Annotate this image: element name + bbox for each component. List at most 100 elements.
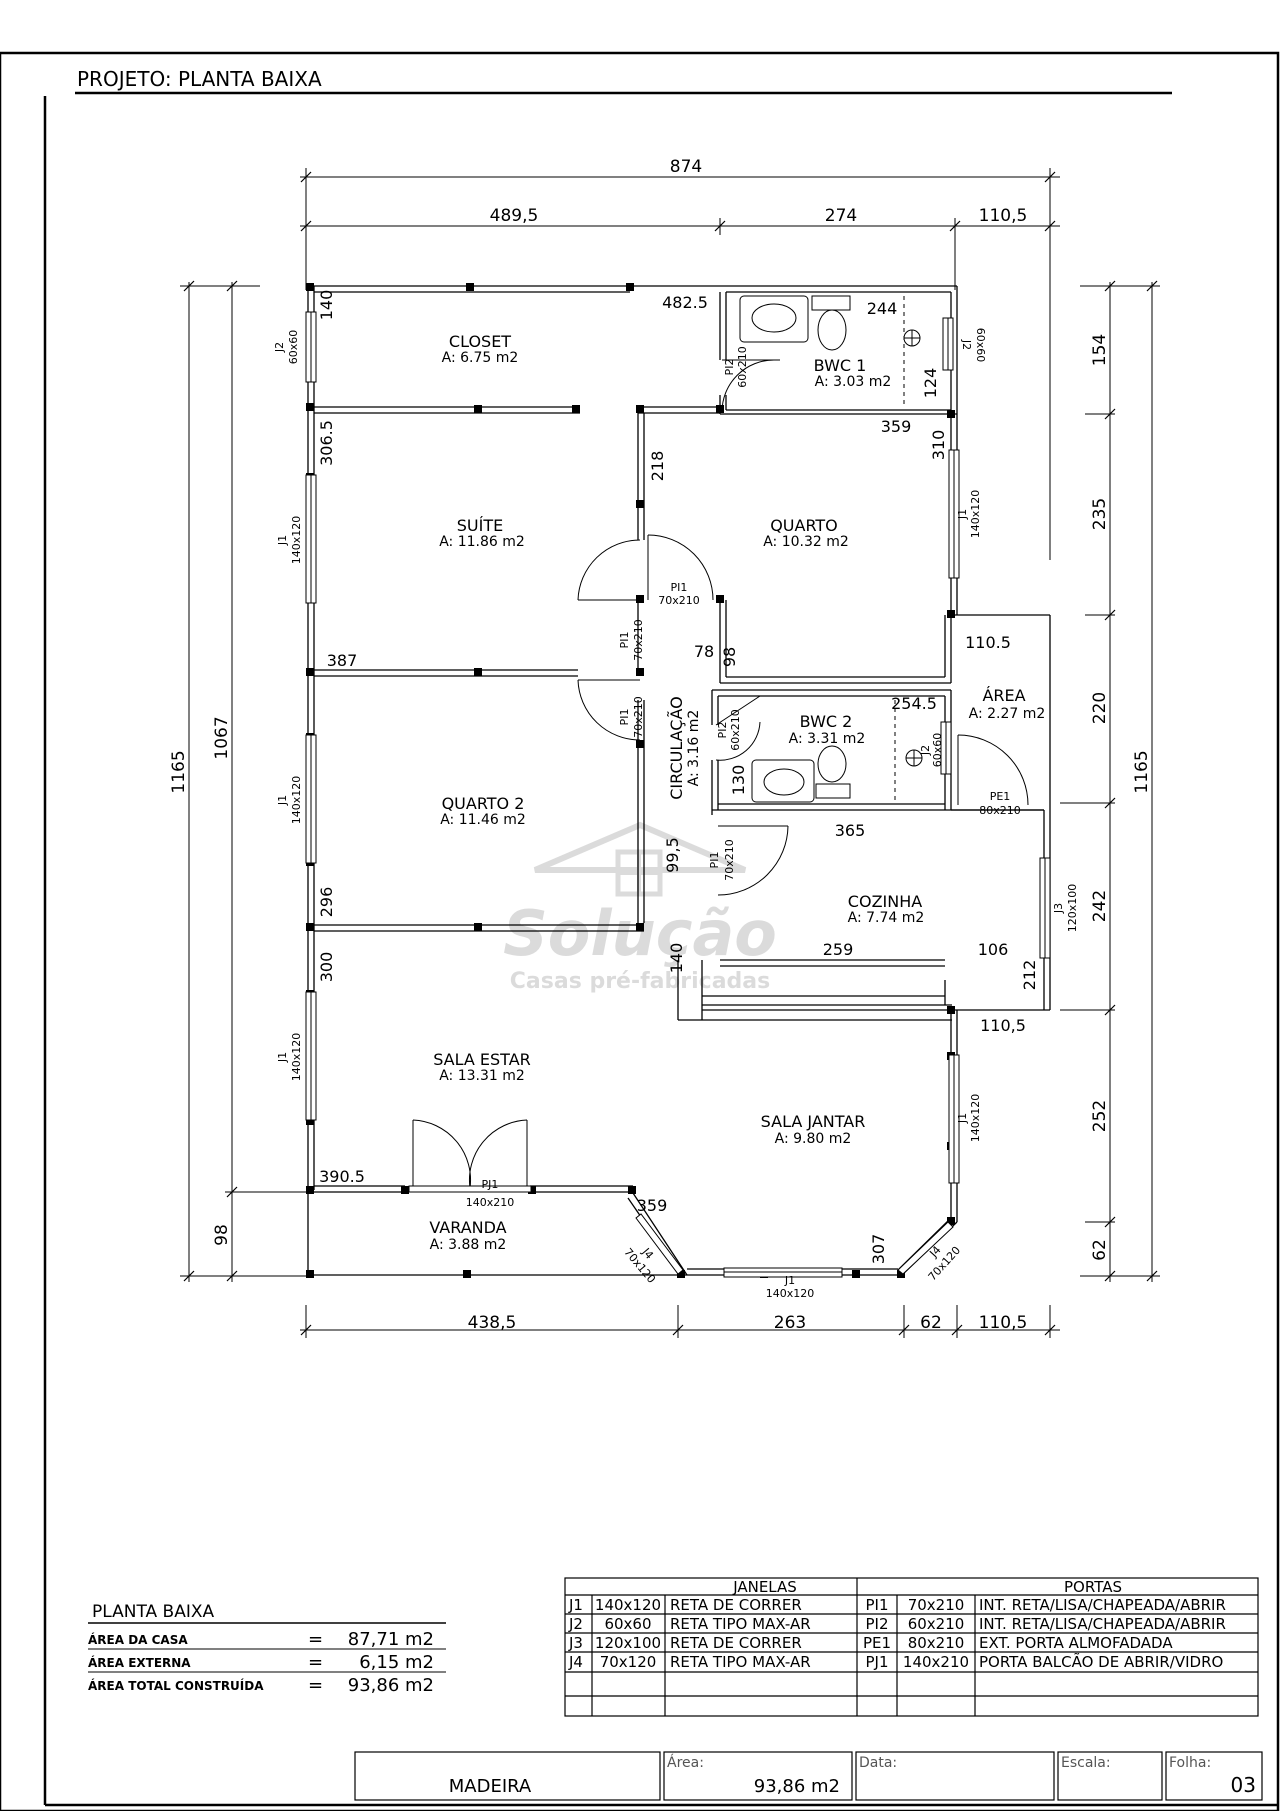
dim-212: 212 [1020,960,1039,991]
tag-j1-bottom-size: 140x120 [766,1287,815,1300]
schedule-j-2-desc: RETA DE CORRER [670,1634,802,1652]
toilet-icon [817,309,847,351]
dim-right-4: 242 [1090,890,1110,922]
tag-pi2-bwc2: PI2 [716,722,729,739]
tag-j2-bwc2-size: 60x60 [931,733,944,768]
page-title: PROJETO: PLANTA BAIXA [77,67,322,91]
toilet-icon [817,745,847,783]
schedule-janelas-title: JANELAS [732,1578,797,1596]
room-bwc2-area: A: 3.31 m2 [789,731,866,747]
room-closet-name: CLOSET [449,332,511,351]
dim-right-3: 220 [1090,692,1110,724]
dim-bottom-c: 62 [920,1313,942,1333]
room-sala-estar-name: SALA ESTAR [433,1050,531,1069]
dim-top-a: 489,5 [490,206,539,226]
tag-j1-sala-estar: J1 [276,1052,289,1063]
tag-j2-bwc1: J2 [960,339,973,350]
sink-icon [751,759,815,803]
toilet-tank-icon [811,295,851,311]
tag-j3-size: 120x100 [1066,884,1079,933]
room-varanda-area: A: 3.88 m2 [430,1237,507,1253]
dim-top-b: 274 [825,206,857,226]
doors [408,359,1029,1193]
dim-359-b: 359 [637,1196,668,1215]
area-summary: PLANTA BAIXA ÁREA DA CASA = 87,71 m2 ÁRE… [88,1602,446,1696]
tag-pi1-quarto: PI1 [671,581,688,594]
watermark-brand: Solução [503,897,777,970]
schedule-j-3-size: 70x120 [600,1653,657,1671]
schedule-p-1-size: 60x210 [908,1615,965,1633]
summary-row-0-value: 87,71 m2 [348,1629,434,1650]
tag-j1-suite-size: 140x120 [290,516,303,565]
tag-pi1-cozinha-size: 70x210 [723,839,736,881]
dim-right-5: 252 [1090,1100,1110,1132]
dim-140-b: 140 [667,943,686,974]
tag-j1-quarto: J1 [956,509,969,520]
schedule-j-0-code: J1 [568,1596,583,1614]
summary-row-1-eq: = [308,1652,323,1673]
dim-right-6: 62 [1090,1239,1110,1261]
dim-left-bottom: 98 [212,1224,232,1246]
dim-296: 296 [317,887,336,918]
schedule-p-2-code: PE1 [863,1634,891,1652]
dim-right-total: 1165 [1132,750,1152,793]
dim-top-total: 874 [670,157,702,177]
dim-78: 78 [694,642,714,661]
room-cozinha-name: COZINHA [848,892,922,911]
title-block: MADEIRA Área: 93,86 m2 Data: Escala: Fol… [354,1751,1263,1801]
room-cozinha-area: A: 7.74 m2 [848,910,925,926]
dim-left-total: 1165 [169,750,189,793]
tag-j1-sala-estar-size: 140x120 [290,1033,303,1082]
schedule-j-1-size: 60x60 [604,1615,651,1633]
tag-pi1-quarto2-size: 70x210 [632,696,645,738]
dim-130: 130 [729,765,748,796]
tag-pe1: PE1 [990,790,1011,803]
tag-pj1-size: 140x210 [466,1196,515,1209]
room-suite-name: SUÍTE [457,516,503,535]
tag-j1-quarto2-size: 140x120 [290,776,303,825]
room-area-name: ÁREA [982,686,1025,705]
tag-j1-quarto-size: 140x120 [969,490,982,539]
room-sala-jantar-name: SALA JANTAR [761,1112,866,1131]
room-quarto-name: QUARTO [770,516,838,535]
tag-j2-bwc2: J2 [919,745,932,756]
room-sala-jantar-area: A: 9.80 m2 [775,1131,852,1147]
schedule-j-0-size: 140x120 [595,1596,661,1614]
titleblock-material: MADEIRA [449,1776,532,1797]
sink-icon [739,295,809,343]
summary-row-0-label: ÁREA DA CASA [88,1632,188,1647]
dim-259: 259 [823,940,854,959]
tag-pi1-cozinha: PI1 [708,852,721,869]
schedule-portas-title: PORTAS [1064,1578,1122,1596]
schedule-p-0-code: PI1 [865,1596,888,1614]
room-circulacao-name: CIRCULAÇÃO [667,696,686,799]
tag-j2-closet: J2 [273,342,286,353]
tag-j1-quarto2: J1 [276,795,289,806]
dim-387: 387 [327,651,358,670]
tag-pi1-suite-size: 70x210 [632,619,645,661]
room-closet-area: A: 6.75 m2 [442,350,519,366]
dim-244: 244 [867,299,898,318]
dim-254-5: 254.5 [891,694,937,713]
titleblock-folha-label: Folha: [1169,1755,1211,1771]
dim-bottom-d: 110,5 [979,1313,1028,1333]
schedule-p-3-size: 140x210 [903,1653,969,1671]
tag-pe1-size: 80x210 [979,804,1021,817]
summary-row-2-value: 93,86 m2 [348,1675,434,1696]
summary-row-1-label: ÁREA EXTERNA [88,1655,191,1670]
dim-right-2: 235 [1090,498,1110,530]
dim-106: 106 [978,940,1009,959]
watermark: Solução Casas pré-fabricadas [503,821,777,994]
schedule-j-0-desc: RETA DE CORRER [670,1596,802,1614]
room-quarto2-name: QUARTO 2 [442,794,525,813]
openings-schedule: JANELAS PORTAS J1 140x120 RETA DE CORRER… [564,1577,1259,1717]
tag-j1-sala-jantar: J1 [956,1113,969,1124]
dim-300: 300 [317,952,336,983]
schedule-j-3-desc: RETA TIPO MAX-AR [670,1653,811,1671]
dim-307: 307 [869,1234,888,1265]
titleblock-area-label: Área: [667,1754,704,1771]
bwc2-fixtures [751,700,923,803]
schedule-p-1-code: PI2 [865,1615,888,1633]
schedule-p-1-desc: INT. RETA/LISA/CHAPEADA/ABRIR [979,1615,1226,1633]
